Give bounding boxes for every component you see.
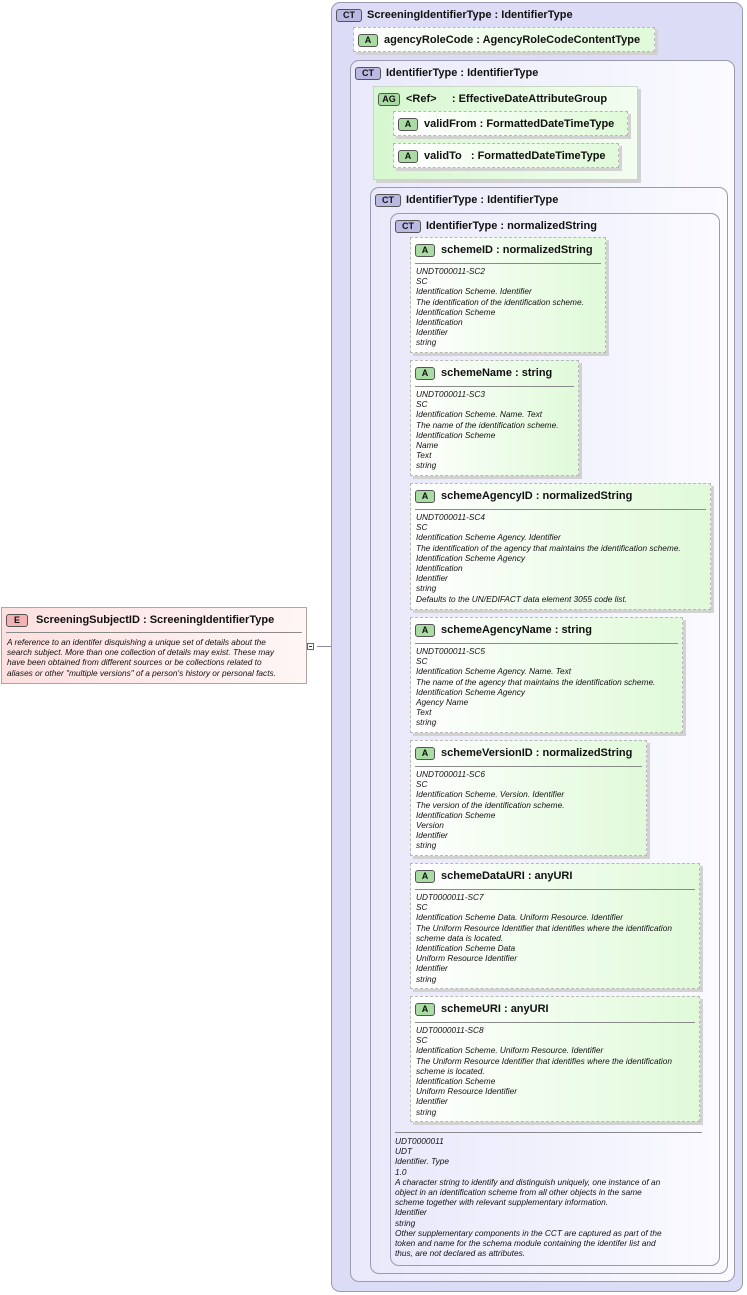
complex-type-badge: CT — [375, 193, 401, 207]
attribute-badge: A — [415, 243, 435, 257]
attribute-title: validFrom : FormattedDateTimeType — [424, 118, 615, 130]
complex-type-badge: CT — [355, 66, 381, 80]
attribute-title: schemeAgencyName : string — [441, 624, 592, 636]
attribute-title: agencyRoleCode : AgencyRoleCodeContentTy… — [384, 34, 641, 46]
element-header: E ScreeningSubjectID : ScreeningIdentifi… — [6, 612, 274, 628]
attribute-title: schemeName : string — [441, 367, 553, 379]
attribute-agency-role-code[interactable]: A agencyRoleCode : AgencyRoleCodeContent… — [353, 27, 655, 52]
attribute-title: schemeVersionID : normalizedString — [441, 747, 633, 759]
attribute-title: schemeID : normalizedString — [441, 244, 593, 256]
attribute-badge: A — [415, 746, 435, 760]
element-badge: E — [6, 613, 28, 627]
attribute-title: schemeURI : anyURI — [441, 1003, 549, 1015]
attribute-badge: A — [415, 489, 435, 503]
attribute-title: schemeDataURI : anyURI — [441, 870, 573, 882]
complex-type-badge: CT — [395, 219, 421, 233]
complex-type-title: IdentifierType : IdentifierType — [386, 67, 539, 79]
complex-type-title: IdentifierType : normalizedString — [426, 220, 597, 232]
complex-type-badge: CT — [336, 8, 362, 22]
plus-box-icon[interactable] — [307, 643, 314, 650]
attribute-valid-to[interactable]: A validTo : FormattedDateTimeType — [393, 143, 619, 168]
attribute-badge: A — [398, 117, 418, 131]
complex-type-title: IdentifierType : IdentifierType — [406, 194, 559, 206]
attribute-badge: A — [358, 33, 378, 47]
attribute-title: validTo : FormattedDateTimeType — [424, 150, 606, 162]
attribute-badge: A — [415, 1002, 435, 1016]
attribute-badge: A — [415, 366, 435, 380]
complex-type-title: ScreeningIdentifierType : IdentifierType — [367, 9, 573, 21]
attribute-title: schemeAgencyID : normalizedString — [441, 490, 633, 502]
attribute-badge: A — [398, 149, 418, 163]
attribute-badge: A — [415, 869, 435, 883]
attribute-valid-from[interactable]: A validFrom : FormattedDateTimeType — [393, 111, 628, 136]
attribute-badge: A — [415, 623, 435, 637]
element-title: ScreeningSubjectID : ScreeningIdentifier… — [36, 614, 275, 626]
element-documentation: A reference to an identifer disquishing … — [7, 637, 276, 678]
connector-line — [317, 646, 341, 647]
attribute-group-badge: AG — [378, 92, 400, 106]
root-element-box[interactable]: E ScreeningSubjectID : ScreeningIdentifi… — [1, 607, 307, 684]
attribute-group-title: <Ref> : EffectiveDateAttributeGroup — [406, 93, 608, 105]
